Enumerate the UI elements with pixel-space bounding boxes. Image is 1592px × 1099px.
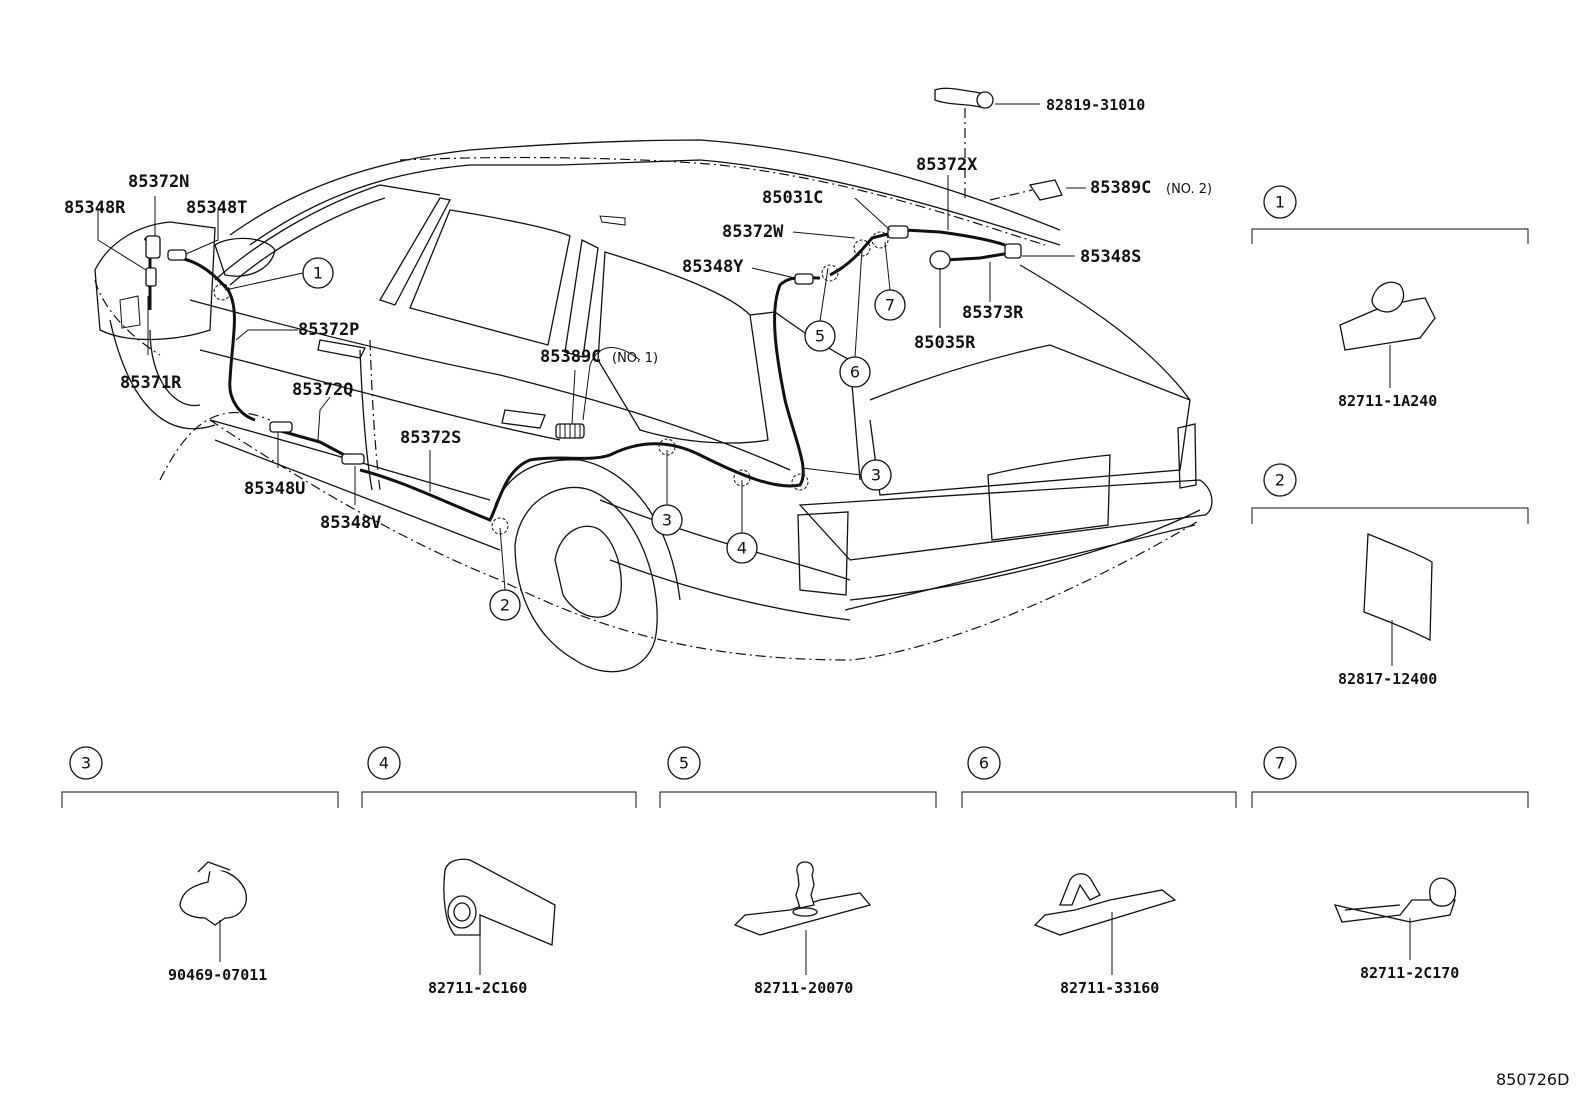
marker-3b: 3: [871, 466, 881, 485]
callout-85389C-no2-note: (NO. 2): [1166, 182, 1212, 197]
callout-85373R: 85373R: [962, 303, 1024, 323]
callout-85371R: 85371R: [120, 373, 182, 393]
detail-panel-7: 7 82711-2C170: [1251, 746, 1529, 982]
callout-85031C: 85031C: [762, 188, 823, 208]
panel-5-number: 5: [679, 754, 689, 773]
callout-85389C-no1: 85389C: [540, 347, 601, 367]
main-callouts: 85372N 85348R 85348T 85371R 85372P 85372…: [64, 96, 1212, 533]
callout-85348Y: 85348Y: [682, 257, 744, 277]
panel-3-number: 3: [81, 754, 91, 773]
callout-85348R: 85348R: [64, 198, 126, 218]
detail-panel-4: 4 82711-2C160: [361, 746, 637, 997]
marker-2: 2: [500, 596, 510, 615]
detail-panel-6: 6 82711-33160: [961, 746, 1237, 997]
panel-2-part: 82817-12400: [1338, 670, 1437, 688]
marker-3a: 3: [662, 511, 672, 530]
panel-4-part: 82711-2C160: [428, 979, 527, 997]
marker-4: 4: [737, 539, 747, 558]
wire-harness: [143, 228, 1011, 522]
callout-85035R: 85035R: [914, 333, 976, 353]
panel-1-number: 1: [1275, 193, 1285, 212]
marker-5: 5: [815, 327, 825, 346]
panel-6-part: 82711-33160: [1060, 979, 1159, 997]
callout-85389C-no2: 85389C: [1090, 178, 1151, 198]
marker-6: 6: [850, 363, 860, 382]
leader-lines: [97, 103, 1086, 505]
callout-82819-31010: 82819-31010: [1046, 96, 1145, 114]
diagram-id: 850726D: [1496, 1070, 1569, 1089]
callout-85372S: 85372S: [400, 428, 461, 448]
callout-85372W: 85372W: [722, 222, 784, 242]
panel-7-part: 82711-2C170: [1360, 964, 1459, 982]
callout-85372X: 85372X: [916, 155, 978, 175]
callout-85348T: 85348T: [186, 198, 247, 218]
location-markers: 1 2 3 3 4 5 6 7: [213, 231, 906, 621]
panel-5-part: 82711-20070: [754, 979, 853, 997]
detail-panel-3: 3 90469-07011: [61, 746, 339, 984]
panel-2-number: 2: [1275, 471, 1285, 490]
callout-85372N: 85372N: [128, 172, 189, 192]
harness-connectors: [145, 87, 1063, 465]
callout-85372P: 85372P: [298, 320, 359, 340]
panel-1-part: 82711-1A240: [1338, 392, 1437, 410]
callout-85389C-no1-note: (NO. 1): [612, 351, 658, 366]
detail-panel-2: 2 82817-12400: [1251, 463, 1529, 688]
marker-7: 7: [885, 296, 895, 315]
callout-85348U: 85348U: [244, 479, 305, 499]
marker-1: 1: [313, 264, 323, 283]
panel-3-part: 90469-07011: [168, 966, 267, 984]
detail-panel-5: 5 82711-20070: [659, 746, 937, 997]
callout-85348S: 85348S: [1080, 247, 1141, 267]
callout-85348V: 85348V: [320, 513, 381, 533]
panel-7-number: 7: [1275, 754, 1285, 773]
panel-6-number: 6: [979, 754, 989, 773]
callout-85372Q: 85372Q: [292, 380, 353, 400]
detail-panel-1: 1 82711-1A240: [1251, 185, 1529, 410]
panel-4-number: 4: [379, 754, 389, 773]
car-body-outline: [94, 139, 1213, 673]
